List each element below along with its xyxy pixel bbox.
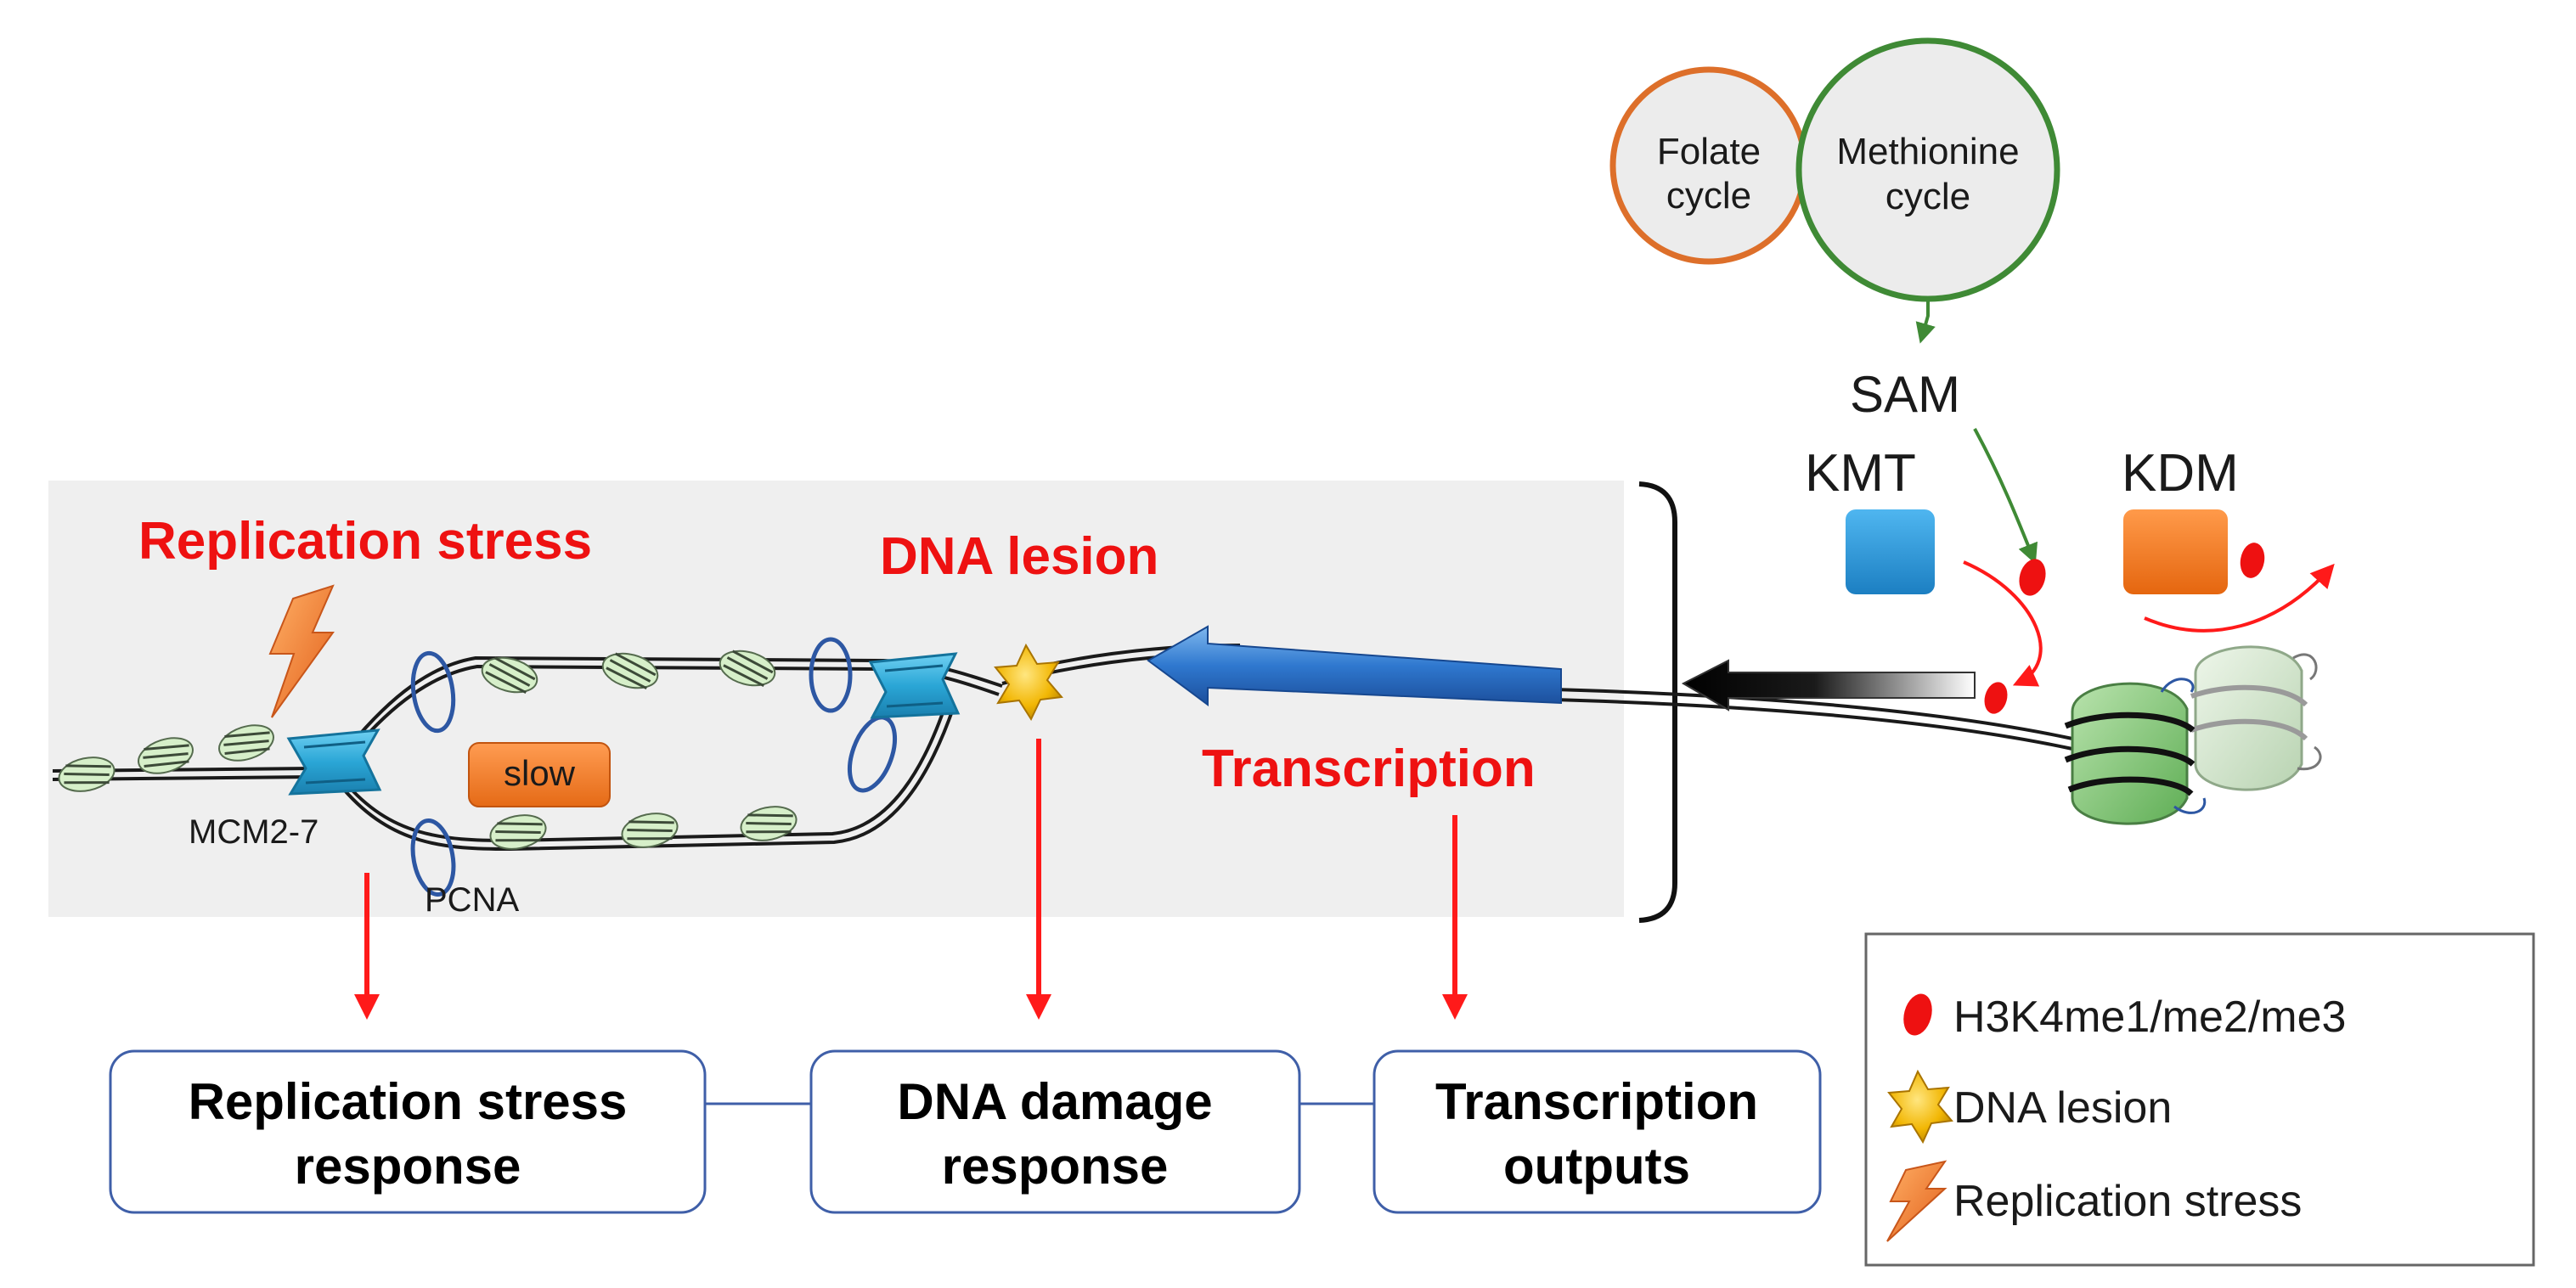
- kmt-label: KMT: [1805, 444, 1916, 503]
- mcm-helicase-right: [868, 652, 961, 719]
- methyl-mark-3: [1984, 682, 2008, 714]
- response-replication-line2: response: [295, 1138, 521, 1195]
- nucleosome-back: [2190, 645, 2322, 791]
- response-transcription-line2: outputs: [1503, 1138, 1690, 1195]
- mcm-label: MCM2-7: [189, 813, 318, 851]
- response-box-replication: Replication stress response: [109, 1049, 707, 1214]
- sam-label: SAM: [1850, 366, 1960, 423]
- methyl-mark-icon: [1903, 993, 1932, 1036]
- nucleosome-front: [2064, 678, 2207, 825]
- legend-label-lesion: DNA lesion: [1953, 1083, 2172, 1133]
- folate-cycle-line1: Folate: [1657, 131, 1761, 172]
- folate-cycle-line2: cycle: [1666, 175, 1751, 217]
- kmt-methylation-arrow: [1963, 560, 2043, 687]
- kdm-demethylation-arrow: [2144, 563, 2335, 633]
- legend-label-methyl: H3K4me1/me2/me3: [1953, 993, 2346, 1042]
- slow-box: [468, 742, 611, 807]
- transcription-headline: Transcription: [1202, 740, 1536, 798]
- response-box-transcription: Transcription outputs: [1373, 1049, 1822, 1214]
- lightning-icon: [1886, 1160, 1948, 1242]
- dna-lesion-headline: DNA lesion: [880, 527, 1158, 586]
- response-dna-line2: response: [942, 1138, 1169, 1195]
- replication-stress-lightning-icon: [268, 584, 335, 718]
- dna-lesion-star-icon: [994, 643, 1063, 722]
- kdm-box: [2123, 509, 2228, 594]
- replication-stress-headline: Replication stress: [138, 512, 592, 571]
- sam-to-methyl-arrow: [1973, 428, 2038, 565]
- bracket: [1638, 481, 1677, 923]
- response-box-dna-damage: DNA damage response: [809, 1049, 1301, 1214]
- response-arrows: [354, 739, 1468, 1020]
- response-replication-line1: Replication stress: [189, 1073, 628, 1130]
- response-transcription-line1: Transcription: [1435, 1073, 1758, 1130]
- star-icon: [1887, 1069, 1953, 1145]
- transcription-arrow: [1147, 625, 1562, 706]
- legend-box: [1864, 932, 2535, 1267]
- methionine-cycle-line2: cycle: [1885, 176, 1970, 217]
- kdm-label: KDM: [2122, 444, 2239, 503]
- replication-panel: [48, 481, 1624, 917]
- methyl-mark-2: [2240, 543, 2265, 578]
- methyl-mark-1: [2019, 559, 2046, 596]
- kmt-box: [1846, 509, 1935, 594]
- pcna-label: PCNA: [425, 881, 519, 919]
- slow-label: slow: [504, 753, 576, 793]
- cycle-to-sam-arrow: [1915, 299, 1936, 344]
- methionine-cycle-line1: Methionine: [1836, 131, 2019, 172]
- mcm-helicase-left: [286, 728, 382, 796]
- chromatin-to-panel-arrow: [1681, 659, 1976, 711]
- response-dna-line1: DNA damage: [897, 1073, 1212, 1130]
- legend-label-stress: Replication stress: [1953, 1177, 2302, 1226]
